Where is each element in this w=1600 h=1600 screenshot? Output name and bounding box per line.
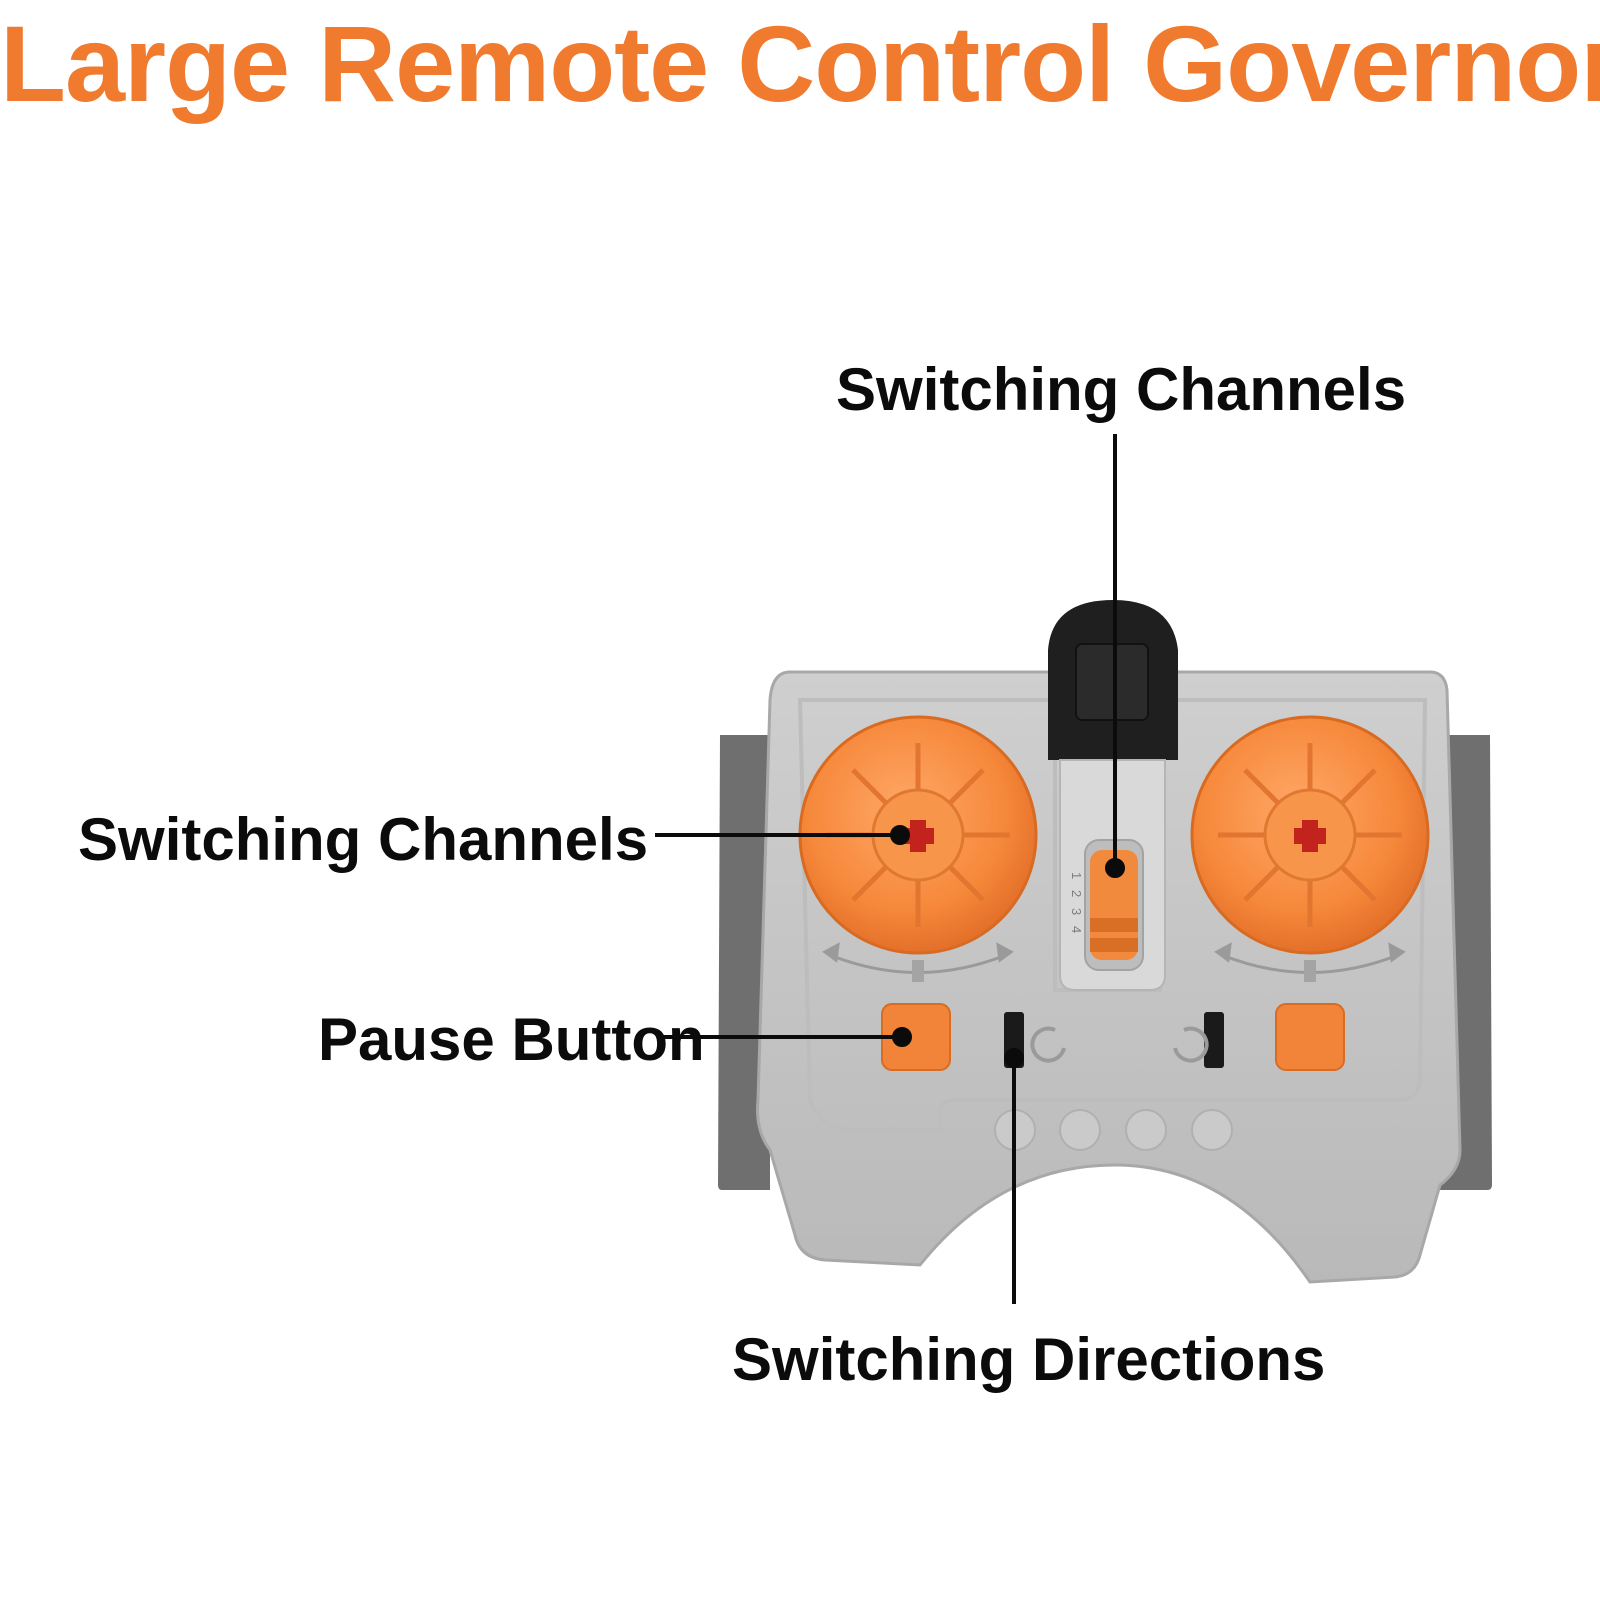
right-speed-dial[interactable] <box>1190 715 1430 955</box>
callout-pause-button: Pause Button <box>318 1006 705 1073</box>
leader-dot-pause <box>892 1027 912 1047</box>
channel-number: 4 <box>1069 926 1084 933</box>
leader-dot-left <box>890 825 910 845</box>
channel-selector-switch[interactable] <box>1090 850 1138 960</box>
right-pause-button[interactable] <box>1275 1003 1345 1071</box>
channel-number-labels: 1 2 3 4 <box>1069 872 1084 933</box>
callout-switching-channels-top: Switching Channels <box>836 356 1407 423</box>
channel-number: 2 <box>1069 890 1084 897</box>
channel-number: 1 <box>1069 872 1084 879</box>
leader-dot-top <box>1105 858 1125 878</box>
callout-switching-channels-left: Switching Channels <box>78 806 649 873</box>
rotate-cw-icon <box>1173 1026 1209 1063</box>
callout-lines <box>655 434 1125 1304</box>
leader-dot-bottom <box>1004 1048 1024 1068</box>
left-dial-scale <box>822 942 1014 982</box>
left-speed-dial[interactable] <box>798 715 1038 955</box>
right-direction-switch[interactable] <box>1204 1012 1224 1068</box>
channel-number: 3 <box>1069 908 1084 915</box>
right-dial-scale <box>1214 942 1406 982</box>
rotate-ccw-icon <box>1030 1026 1066 1063</box>
callout-switching-directions: Switching Directions <box>732 1326 1326 1393</box>
inner-panel-outline <box>797 698 1428 1132</box>
page-title: Large Remote Control Governor <box>0 3 1600 124</box>
